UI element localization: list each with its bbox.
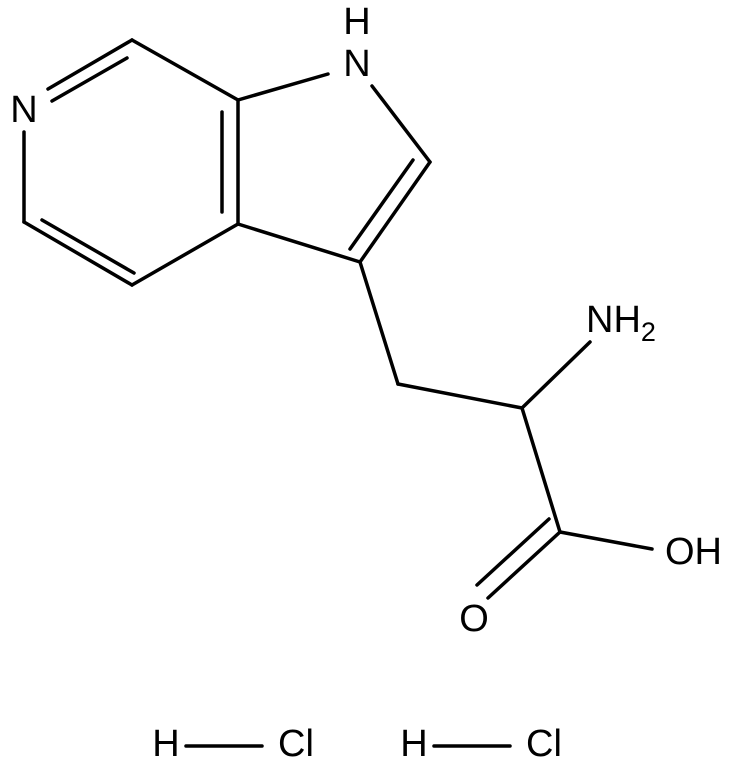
bond-c3-c3a [236, 222, 362, 264]
atom-hydroxyl: OH [665, 531, 722, 573]
bond-ch2-calpha [396, 382, 524, 410]
atom-pyridine-n: N [10, 89, 37, 131]
bond-c3-ch2 [358, 260, 400, 386]
bond-c4-c3a [130, 222, 240, 287]
atom-labels: N H N NH2 OH O H Cl H Cl [10, 1, 722, 765]
bond-c7-n6-double [50, 56, 129, 103]
bond-c7a-c7 [130, 38, 240, 102]
salt-2-cl: Cl [526, 723, 562, 765]
atom-indole-h: H [343, 1, 370, 43]
atom-amine: NH2 [586, 299, 656, 347]
bond-c2-c3-double [348, 158, 415, 251]
bond-c5-c4-double [40, 218, 136, 275]
bond-c7a-n1 [236, 72, 330, 102]
bond-c-o-double [475, 517, 551, 587]
atom-amine-nh: NH [586, 299, 641, 341]
bond-c5-c4 [22, 220, 134, 287]
atom-indole-n: N [343, 43, 370, 85]
bond-calpha-n [520, 340, 592, 410]
salt-1-h: H [152, 723, 179, 765]
atom-amine-subscript: 2 [641, 317, 656, 347]
salt-2-h: H [400, 723, 427, 765]
bond-calpha-ccooh [520, 406, 562, 534]
bond-n1-c2 [370, 84, 432, 164]
bond-c7-n6 [46, 38, 134, 91]
bond-c2-c3 [358, 160, 432, 264]
bond-c-o [486, 530, 562, 600]
bond-c-oh [558, 530, 654, 551]
bonds [22, 38, 654, 748]
salt-1-cl: Cl [278, 723, 314, 765]
atom-carbonyl-o: O [459, 598, 489, 640]
